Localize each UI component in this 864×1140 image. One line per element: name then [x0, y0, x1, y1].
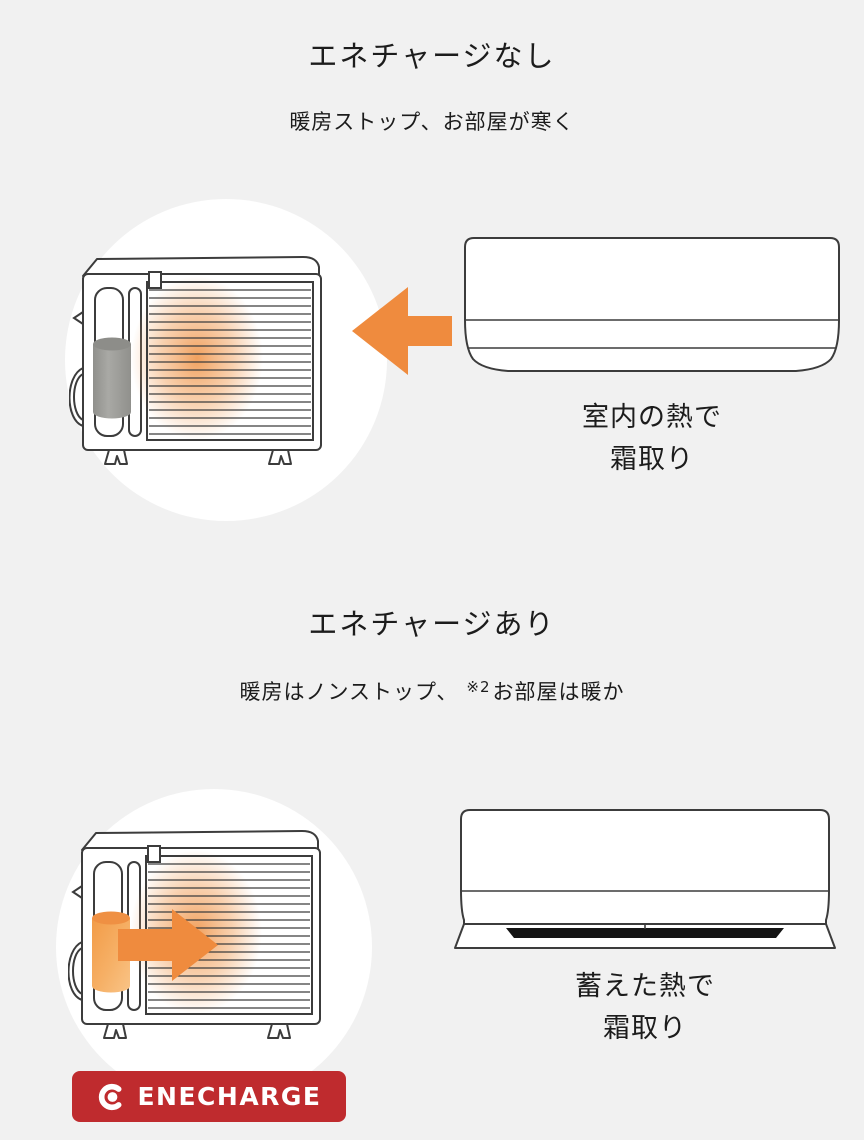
- indoor-unit-illustration-closed: [464, 237, 840, 372]
- enecharge-badge-label: ENECHARGE: [137, 1082, 322, 1111]
- heat-storage-tank-gray: [93, 337, 131, 419]
- air-outlet-dark-vent: [506, 928, 784, 938]
- caption-without: 室内の熱で 霜取り: [462, 397, 842, 481]
- subtitle-text-after: お部屋は暖か: [492, 680, 625, 704]
- outdoor-unit-foot-right: [267, 1023, 291, 1039]
- heat-glow: [131, 276, 263, 440]
- caption-without-line2: 霜取り: [610, 444, 694, 475]
- section-without-subtitle: 暖房ストップ、お部屋が寒く: [289, 110, 575, 134]
- outdoor-unit-side-handle: [68, 885, 83, 1001]
- outdoor-unit-illustration-defrost: [69, 256, 322, 465]
- footnote-marker: ※2: [466, 678, 491, 696]
- indoor-unit-illustration-heating: [454, 809, 836, 949]
- outdoor-unit-foot-left: [104, 449, 128, 465]
- caption-with: 蓄えた熱で 霜取り: [455, 966, 835, 1050]
- outdoor-unit-foot-left: [103, 1023, 127, 1039]
- section-with-title: エネチャージあり: [308, 607, 556, 641]
- caption-with-line2: 霜取り: [603, 1013, 687, 1044]
- section-with-subtitle: 暖房はノンストップ、 ※2お部屋は暖か: [0, 676, 864, 706]
- subtitle-text: 暖房はノンストップ、: [239, 680, 459, 704]
- enecharge-badge: ENECHARGE: [72, 1071, 346, 1122]
- enecharge-logo-icon: [99, 1083, 122, 1110]
- heat-flow-left-arrow-icon: [352, 287, 452, 375]
- section-without-title: エネチャージなし: [308, 39, 556, 73]
- heat-release-right-arrow-icon: [118, 909, 218, 981]
- caption-without-line1: 室内の熱で: [582, 402, 722, 433]
- outdoor-unit-illustration-enecharge: [68, 830, 321, 1039]
- outdoor-unit-foot-right: [268, 449, 292, 465]
- caption-with-line1: 蓄えた熱で: [575, 971, 715, 1002]
- outdoor-unit-side-handle: [69, 311, 84, 427]
